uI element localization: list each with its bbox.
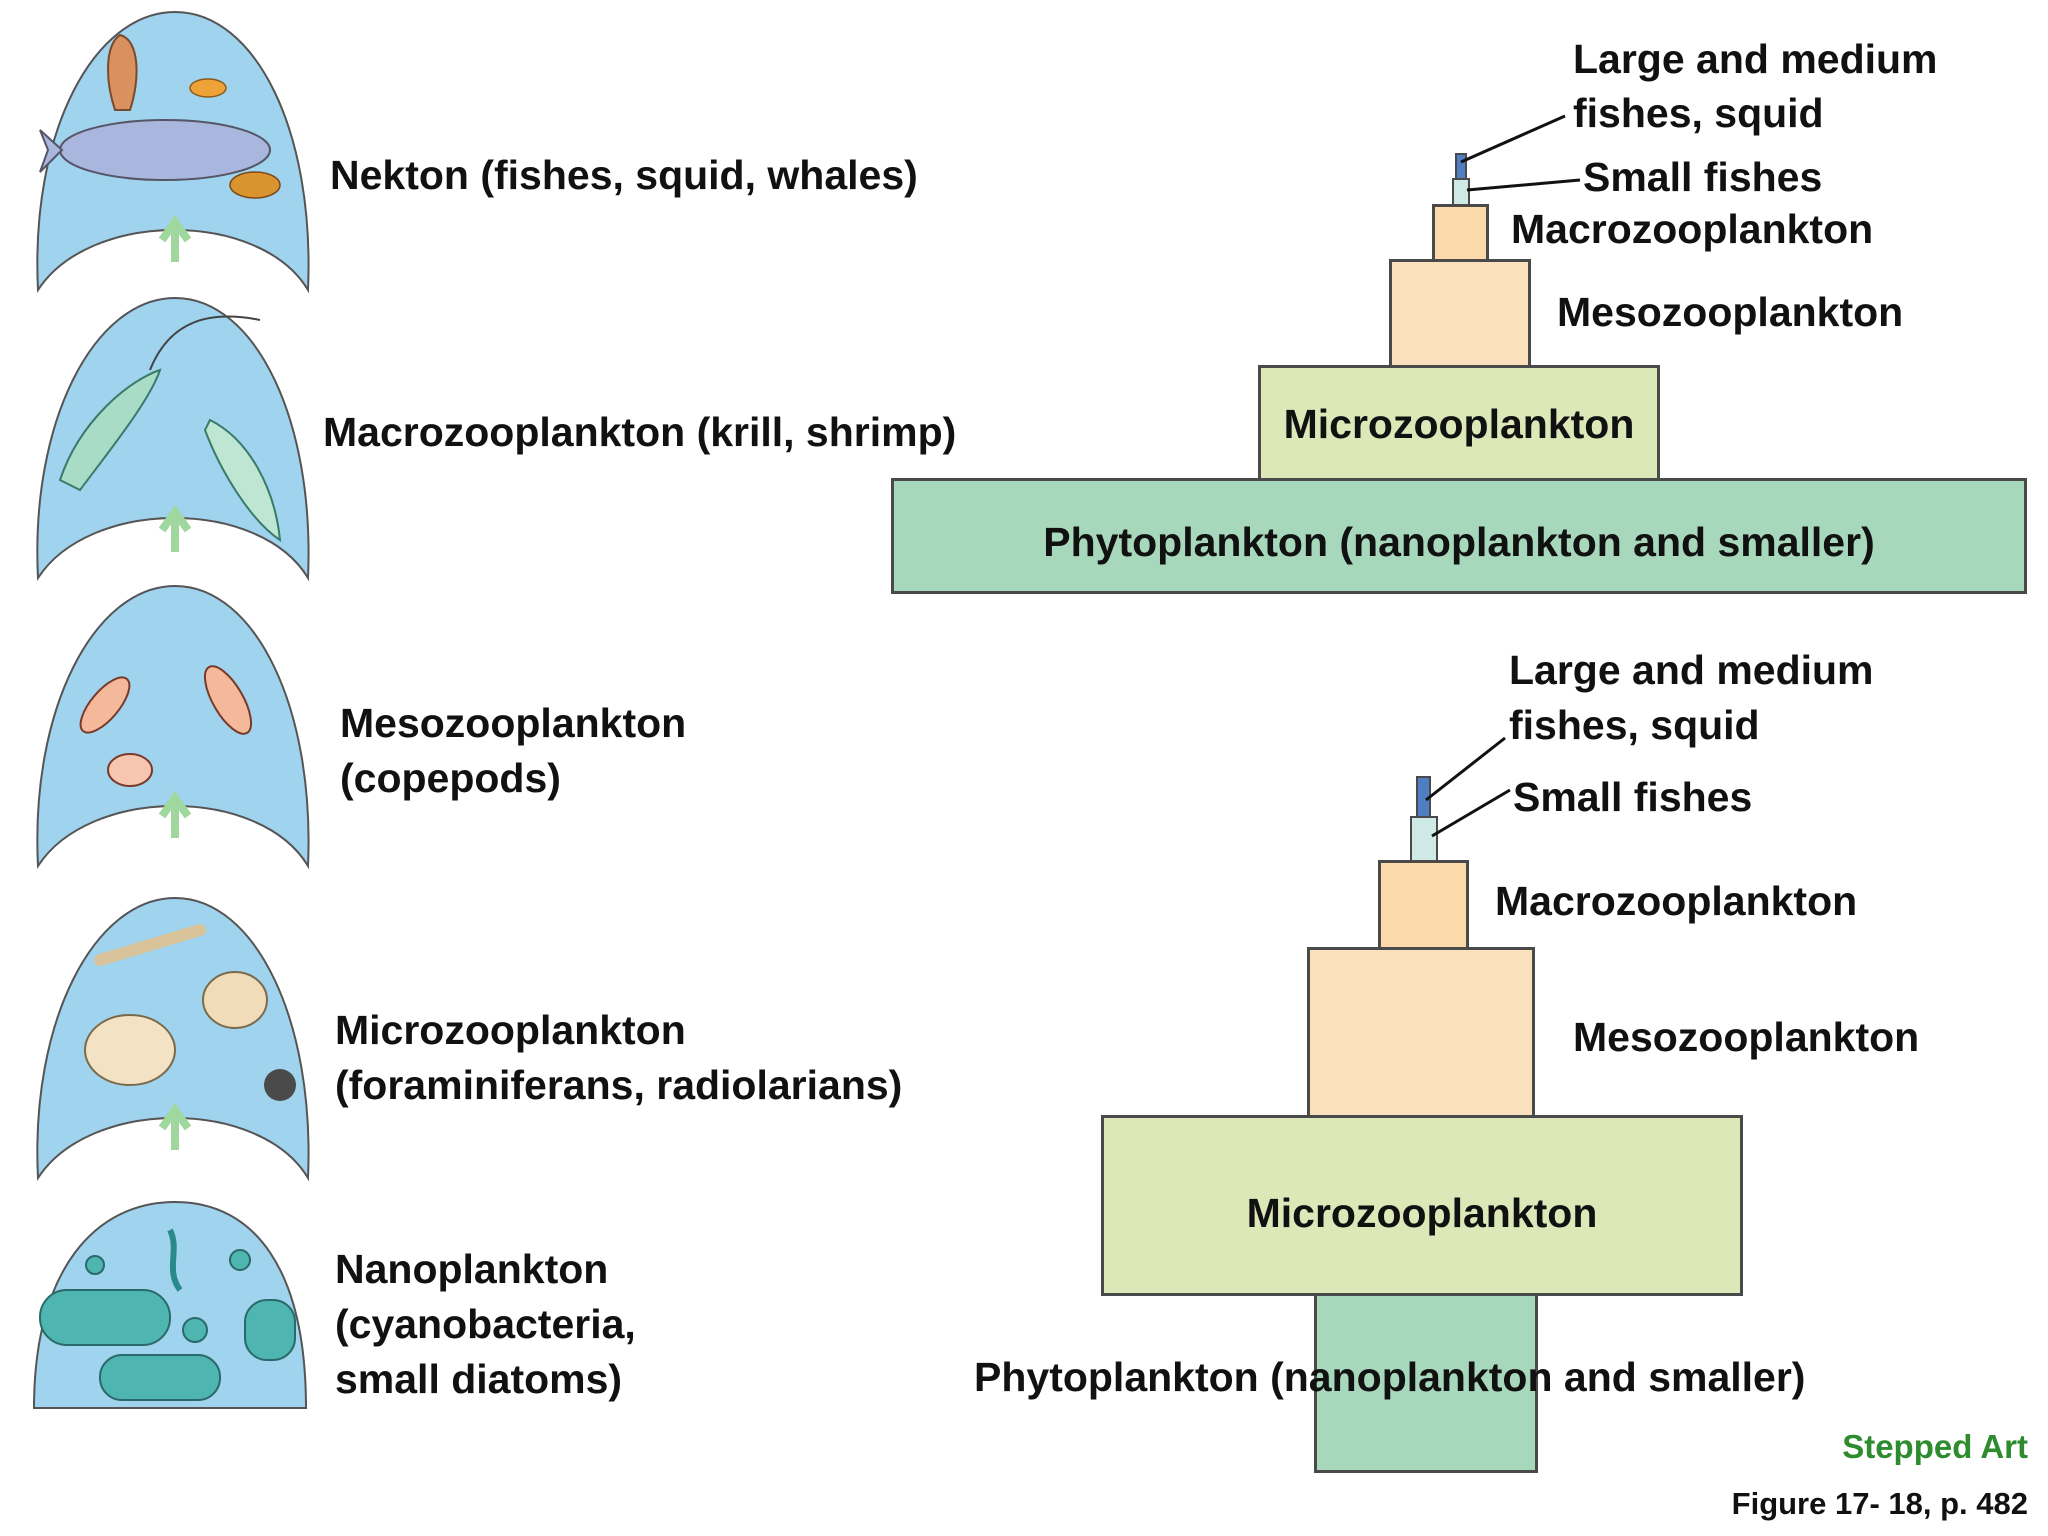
top-small-fishes-block [1452, 178, 1470, 206]
microzooplankton-sublabel: (foraminiferans, radiolarians) [335, 1062, 903, 1108]
krill-icon [58, 368, 162, 492]
nekton-label: Nekton (fishes, squid, whales) [330, 152, 918, 198]
stepped-art-credit: Stepped Art [1842, 1428, 2028, 1465]
diatom-icon [229, 1249, 251, 1271]
mesozooplankton-arch-illustration [36, 584, 310, 870]
cyanobacteria-icon [244, 1299, 296, 1361]
bottom-large-fishes-block [1416, 776, 1431, 818]
diatom-icon [85, 1255, 105, 1275]
top-large-fishes-label-2: fishes, squid [1573, 90, 1824, 136]
nanoplankton-sublabel-1: (cyanobacteria, [335, 1301, 636, 1347]
macrozooplankton-arch-illustration [36, 296, 310, 582]
up-arrow-icon [158, 215, 192, 262]
top-large-fishes-label-1: Large and medium [1573, 36, 1938, 82]
top-small-fishes-label: Small fishes [1583, 154, 1823, 200]
up-arrow-icon [158, 791, 192, 838]
fish-icon [229, 171, 281, 199]
bottom-small-fishes-leader [1431, 788, 1511, 838]
bottom-phytoplankton-block [1314, 1293, 1538, 1473]
top-microzooplankton-label: Microzooplankton [1283, 401, 1635, 447]
bottom-macrozooplankton-label: Macrozooplankton [1495, 878, 1858, 924]
cyanobacteria-icon [99, 1354, 221, 1401]
top-phytoplankton-block [891, 478, 2027, 594]
top-macrozooplankton-block [1432, 204, 1489, 262]
bottom-macrozooplankton-block [1378, 860, 1469, 950]
foraminiferan-icon [202, 971, 268, 1029]
nanoplankton-label: Nanoplankton [335, 1246, 609, 1292]
diatom-icon [182, 1317, 208, 1343]
bottom-microzooplankton-label: Microzooplankton [1246, 1190, 1598, 1236]
bottom-small-fishes-block [1410, 816, 1438, 862]
copepod-icon [79, 676, 131, 734]
nanoplankton-arch-illustration [32, 1200, 308, 1409]
top-large-fishes-leader [1460, 114, 1566, 164]
nekton-arch-illustration [36, 10, 310, 294]
top-large-fishes-block [1455, 153, 1467, 180]
bottom-phytoplankton-label: Phytoplankton (nanoplankton and smaller) [974, 1354, 1806, 1400]
copepod-icon [203, 665, 253, 735]
mesozooplankton-label: Mesozooplankton [340, 700, 687, 746]
bottom-large-fishes-label-2: fishes, squid [1509, 702, 1760, 748]
top-macrozooplankton-label: Macrozooplankton [1511, 206, 1874, 252]
bottom-mesozooplankton-block [1307, 947, 1535, 1118]
foraminiferan-icon [84, 1014, 176, 1086]
shrimp-icon [203, 418, 282, 543]
copepod-icon [107, 753, 153, 787]
bottom-large-fishes-leader [1425, 736, 1506, 802]
up-arrow-icon [158, 1103, 192, 1150]
whale-icon [59, 119, 271, 181]
figure-caption: Figure 17- 18, p. 482 [1731, 1486, 2028, 1521]
bottom-large-fishes-label-1: Large and medium [1509, 647, 1874, 693]
fish-icon [189, 78, 227, 98]
top-phytoplankton-label: Phytoplankton (nanoplankton and smaller) [1043, 519, 1875, 565]
microzooplankton-arch-illustration [36, 896, 310, 1182]
left-illustrations [32, 10, 310, 1409]
top-microzooplankton-block [1258, 365, 1660, 481]
bottom-mesozooplankton-label: Mesozooplankton [1573, 1014, 1920, 1060]
microzooplankton-label: Microzooplankton [335, 1007, 686, 1053]
mesozooplankton-sublabel: (copepods) [340, 755, 561, 801]
bottom-small-fishes-label: Small fishes [1513, 774, 1753, 820]
nanoplankton-sublabel-2: small diatoms) [335, 1356, 623, 1402]
radiolarian-icon [264, 1069, 296, 1101]
cyanobacteria-icon [39, 1289, 171, 1346]
top-small-fishes-leader [1466, 178, 1581, 192]
top-mesozooplankton-label: Mesozooplankton [1557, 289, 1904, 335]
squid-icon [107, 33, 138, 111]
up-arrow-icon [158, 505, 192, 552]
macrozooplankton-label: Macrozooplankton (krill, shrimp) [323, 409, 957, 455]
top-mesozooplankton-block [1389, 259, 1531, 368]
